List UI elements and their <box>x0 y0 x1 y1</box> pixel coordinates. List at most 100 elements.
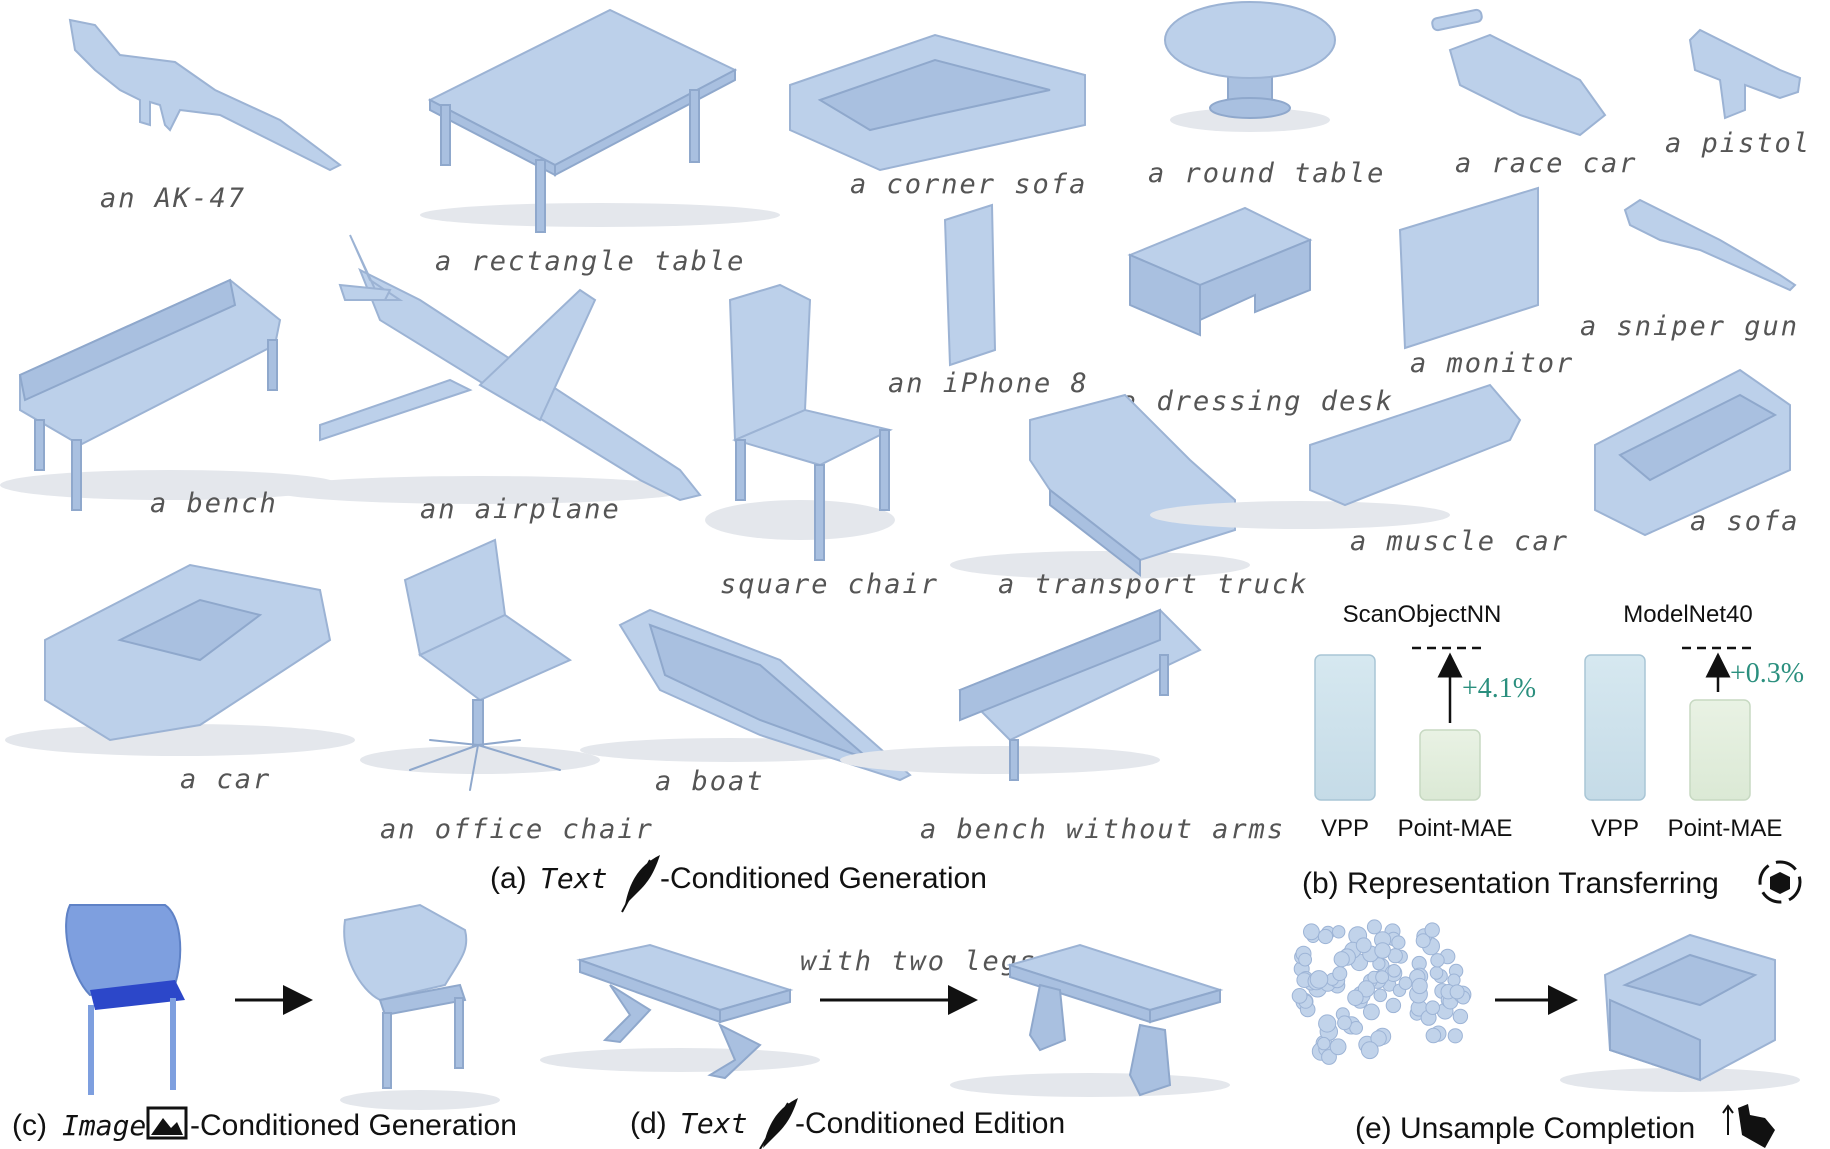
point-cloud-point <box>1430 953 1445 968</box>
section-d-mono: Text <box>680 1107 747 1140</box>
point-cloud-point <box>1398 976 1413 991</box>
sniper-gun-shape <box>1623 198 1797 292</box>
point-cloud-point <box>1363 1003 1380 1021</box>
point-cloud-point <box>1411 977 1428 995</box>
bar-modelnet40-pointmae <box>1689 699 1751 801</box>
caption-race-car: a race car <box>1455 148 1638 179</box>
caption-corner-sofa: a corner sofa <box>850 169 1087 200</box>
race-car-shape <box>1431 8 1607 137</box>
point-cloud-point <box>1291 988 1308 1004</box>
section-d-suffix: -Conditioned Edition <box>795 1107 1065 1140</box>
point-cloud-point <box>1447 1028 1463 1044</box>
caption-square-chair: square chair <box>720 569 939 600</box>
point-cloud-point <box>1321 1049 1337 1065</box>
input-image-chair <box>65 904 185 1095</box>
section-a-prefix: (a) <box>490 862 527 895</box>
caption-ak47: an AK-47 <box>100 183 246 214</box>
monitor-shape <box>1398 186 1539 350</box>
caption-bench-without-arms: a bench without arms <box>920 814 1285 845</box>
point-cloud-point <box>1387 964 1401 978</box>
point-cloud-point <box>1373 988 1388 1003</box>
sofa-shape <box>1594 368 1791 537</box>
point-cloud-point <box>1309 970 1329 989</box>
hand-pointer-icon <box>1722 1104 1775 1148</box>
chart-modelnet40: ModelNet40 +0.3% VPP Point-MAE <box>1584 601 1804 842</box>
point-cloud-point <box>1357 980 1376 998</box>
point-cloud-point <box>1452 1008 1469 1025</box>
feather-icon <box>621 855 660 913</box>
point-cloud-point <box>1318 1014 1337 1033</box>
point-cloud-point <box>1449 984 1465 1000</box>
point-cloud-point <box>1298 952 1312 967</box>
chart-title-scanobjectnn: ScanObjectNN <box>1343 601 1502 628</box>
point-cloud-point <box>1332 925 1346 939</box>
caption-dressing-desk: a dressing desk <box>1120 386 1394 417</box>
point-cloud-point <box>1375 970 1389 984</box>
caption-pistol: a pistol <box>1665 128 1811 159</box>
section-c-suffix: -Conditioned Generation <box>190 1109 517 1142</box>
square-chair-shape <box>705 283 895 561</box>
point-cloud-point <box>1347 989 1364 1006</box>
chart-title-modelnet40: ModelNet40 <box>1623 601 1752 628</box>
point-cloud-point <box>1391 935 1406 950</box>
tick-modelnet40-vpp: VPP <box>1591 815 1639 842</box>
point-cloud-point <box>1425 1000 1440 1016</box>
caption-with-two-legs: with two legs <box>800 946 1037 977</box>
point-cloud-point <box>1366 919 1382 935</box>
chart-scanobjectnn: ScanObjectNN +4.1% VPP Point-MAE <box>1314 601 1536 842</box>
ak47-shape <box>68 18 342 172</box>
point-cloud-point <box>1424 922 1440 938</box>
car-shape <box>5 563 355 756</box>
point-cloud-point <box>1317 1036 1331 1051</box>
caption-sniper: a sniper gun <box>1580 311 1799 342</box>
caption-office-chair: an office chair <box>380 814 654 845</box>
completed-sofa-shape <box>1560 933 1800 1092</box>
caption-car: a car <box>180 764 271 795</box>
generated-chair-shape <box>340 903 500 1110</box>
point-cloud-point <box>1329 1038 1347 1056</box>
dressing-desk-shape <box>1127 206 1313 337</box>
feather-icon-d <box>759 1098 798 1149</box>
section-d-prefix: (d) <box>630 1107 667 1140</box>
corner-sofa-shape <box>789 33 1086 172</box>
section-b-title: (b) Representation Transferring <box>1302 867 1719 900</box>
point-cloud-point <box>1370 1030 1387 1047</box>
iphone-shape <box>943 203 997 367</box>
pistol-shape <box>1688 28 1802 120</box>
point-cloud-point <box>1332 966 1348 982</box>
office-chair-shape <box>360 538 600 791</box>
point-cloud-point <box>1374 942 1391 959</box>
bar-scanobjectnn-vpp <box>1314 654 1376 801</box>
point-cloud-point <box>1337 1015 1352 1031</box>
muscle-car-shape <box>1150 383 1522 529</box>
section-c-prefix: (c) <box>12 1109 47 1142</box>
caption-monitor: a monitor <box>1410 348 1574 379</box>
round-table-shape <box>1164 1 1336 132</box>
point-cloud-point <box>1333 951 1350 968</box>
caption-boat: a boat <box>655 766 765 797</box>
point-cloud-point <box>1317 928 1334 945</box>
point-cloud-shape <box>1291 919 1472 1065</box>
point-cloud-point <box>1415 933 1431 949</box>
point-cloud-point <box>1360 1041 1379 1060</box>
point-cloud-point <box>1355 937 1372 954</box>
original-table-shape <box>540 943 820 1080</box>
caption-rectangle-table: a rectangle table <box>435 246 745 277</box>
section-a-suffix: -Conditioned Generation <box>660 862 987 895</box>
caption-iphone: an iPhone 8 <box>888 368 1089 399</box>
point-cloud-point <box>1425 1027 1442 1044</box>
bench-without-arms-shape <box>840 608 1202 781</box>
rectangle-table-shape <box>420 8 780 233</box>
tick-scanobjectnn-pointmae: Point-MAE <box>1398 815 1513 842</box>
point-cloud-point <box>1429 966 1444 980</box>
bar-scanobjectnn-pointmae <box>1419 729 1481 801</box>
boat-shape <box>580 608 912 782</box>
caption-transport-truck: a transport truck <box>998 569 1308 600</box>
caption-sofa: a sofa <box>1690 506 1800 537</box>
bar-modelnet40-vpp <box>1584 654 1646 801</box>
section-a-mono: Text <box>540 862 607 895</box>
delta-scanobjectnn: +4.1% <box>1462 673 1536 704</box>
tick-modelnet40-pointmae: Point-MAE <box>1668 815 1783 842</box>
caption-round-table: a round table <box>1148 158 1385 189</box>
